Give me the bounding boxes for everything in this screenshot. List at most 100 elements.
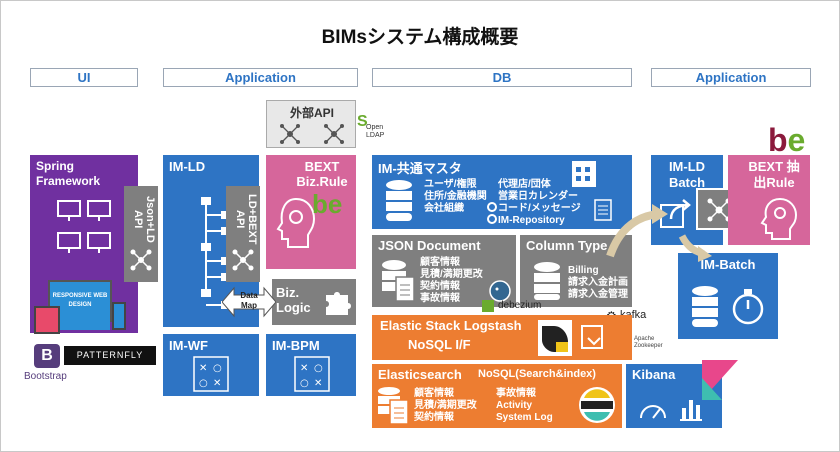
kibana-label: Kibana	[632, 367, 676, 382]
im-master-box: IM-共通マスタ ユーザ/権限 住所/金融機関 会社組織 代理店/団体 営業日カ…	[372, 155, 632, 229]
database-doc-icon	[382, 260, 415, 302]
phone-icon	[112, 302, 126, 330]
master-item: 会社組織	[424, 203, 464, 214]
diagram-title: BIMsシステム構成概要	[321, 27, 519, 48]
master-item: 営業日カレンダー	[498, 191, 578, 202]
data-map-arrow-icon	[222, 286, 276, 318]
master-item: 住所/金融機関	[424, 191, 487, 202]
json-item: 事故情報	[420, 293, 460, 304]
im-wf-label: IM-WF	[169, 338, 208, 353]
monitor-icons	[57, 200, 111, 253]
es-item: 見積/満期更改	[414, 400, 477, 411]
workflow-icon: ✕○ ○✕	[193, 356, 229, 392]
kibana-logo-icon	[702, 360, 738, 400]
logstash-sub-label: NoSQL I/F	[408, 337, 471, 352]
json-ld-api-label: Json+LD API	[132, 195, 156, 243]
puzzle-icon	[326, 292, 351, 315]
logstash-logo-icon	[538, 320, 572, 356]
im-bpm-label: IM-BPM	[272, 338, 320, 353]
json-ld-api-box: Json+LD API	[124, 186, 158, 282]
column-list: Billing 請求入金計画 請求入金管理	[568, 265, 632, 301]
brain-head-icon	[760, 197, 798, 240]
bar-chart-icon	[680, 400, 702, 421]
im-bpm-box: IM-BPM ✕ ○ ○ ✕	[266, 334, 356, 396]
ld-bext-api-box: LD+BEXT API	[226, 186, 260, 282]
json-item: 顧客情報	[420, 257, 460, 268]
svg-text:○: ○	[314, 363, 323, 374]
master-item: コード/メッセージ	[498, 203, 581, 214]
spring-framework-label: Spring Framework	[36, 159, 101, 188]
external-api-label: 外部API	[289, 106, 334, 120]
bext-bizrule-label: BEXT Biz.Rule	[296, 159, 348, 189]
elasticsearch-label: Elasticsearch	[378, 367, 462, 382]
svg-text:○: ○	[213, 363, 222, 374]
data-map-label: Data Map	[240, 291, 258, 310]
master-right-list: 代理店/団体 営業日カレンダー コード/メッセージ IM-Repository	[498, 179, 596, 227]
es-item: 事故情報	[496, 388, 536, 399]
im-batch-box: IM-Batch	[678, 253, 778, 339]
export-icon	[581, 325, 603, 349]
bext-extract-rule-box: BEXT 抽出Rule	[728, 155, 810, 245]
openldap-logo: S Open LDAP	[357, 113, 387, 140]
database-icon	[386, 180, 412, 221]
bext-extract-rule-label: BEXT 抽出Rule	[748, 159, 800, 190]
debezium-logo: debezium	[482, 300, 552, 314]
es-item: System Log	[496, 412, 553, 423]
es-right-list: 事故情報 Activity System Log	[496, 388, 576, 424]
logstash-box: Elastic Stack Logstash NoSQL I/F	[372, 315, 632, 360]
column-type-label: Column Type	[526, 238, 608, 253]
postgresql-elephant-icon	[489, 280, 511, 302]
es-left-list: 顧客情報 見積/満期更改 契約情報	[414, 388, 494, 424]
gear-icons	[487, 202, 497, 224]
master-item: 代理店/団体	[498, 179, 551, 190]
openldap-text: Open LDAP	[366, 124, 385, 139]
be-logo-icon: be	[312, 189, 343, 219]
bootstrap-logo-icon: B	[34, 344, 60, 368]
master-left-list: ユーザ/権限 住所/金融機関 会社組織	[424, 179, 504, 215]
es-item: 契約情報	[414, 412, 454, 423]
workflow-icon: ✕ ○ ○ ✕	[294, 356, 330, 392]
bootstrap-label: Bootstrap	[24, 371, 67, 382]
svg-text:✕: ✕	[300, 363, 308, 374]
patternfly-logo: PATTERNFLY	[64, 346, 156, 365]
im-batch-label: IM-Batch	[700, 257, 756, 272]
flow-arrows	[606, 204, 712, 262]
network-icon	[232, 249, 254, 271]
openldap-icon: S	[357, 113, 368, 130]
storefront-icon	[572, 161, 596, 187]
master-item: ユーザ/権限	[424, 179, 477, 190]
svg-text:○: ○	[199, 378, 208, 389]
header-db: DB	[372, 68, 632, 87]
debezium-icon	[482, 300, 494, 312]
column-item: 請求入金管理	[568, 289, 628, 300]
elasticsearch-box: Elasticsearch NoSQL(Search&index) 顧客情報 見…	[372, 364, 622, 428]
svg-text:✕: ✕	[199, 363, 207, 374]
be-logo-icon: be	[768, 122, 806, 158]
json-item: 見積/満期更改	[420, 269, 483, 280]
bext-bizrule-box: BEXT Biz.Rule be	[266, 155, 356, 269]
tablet-icon	[34, 306, 60, 334]
header-application: Application	[163, 68, 358, 87]
database-icon	[534, 262, 560, 300]
export-icon	[660, 199, 691, 228]
es-item: 顧客情報	[414, 388, 454, 399]
json-list: 顧客情報 見積/満期更改 契約情報 事故情報	[420, 257, 500, 305]
brain-head-icon	[276, 197, 316, 248]
laptop-icon: RESPONSIVE WEB DESIGN	[48, 280, 112, 330]
im-ld-label: IM-LD	[169, 159, 206, 174]
database-doc-icon	[378, 387, 409, 425]
responsive-label: RESPONSIVE WEB DESIGN	[50, 282, 110, 330]
database-icon	[692, 286, 718, 327]
json-item: 契約情報	[420, 281, 460, 292]
svg-text:✕: ✕	[314, 378, 322, 389]
logstash-label: Elastic Stack Logstash	[380, 318, 522, 333]
master-item: IM-Repository	[498, 215, 565, 226]
zookeeper-label: Apache Zookeeper	[634, 336, 663, 349]
json-document-label: JSON Document	[378, 238, 481, 253]
column-type-box: Column Type Billing 請求入金計画 請求入金管理	[520, 235, 632, 307]
svg-text:○: ○	[300, 378, 309, 389]
header-ui: UI	[30, 68, 138, 87]
biz-logic-label: Biz. Logic	[276, 285, 311, 315]
elasticsearch-sub-label: NoSQL(Search&index)	[478, 368, 596, 380]
debezium-label: debezium	[498, 300, 542, 311]
